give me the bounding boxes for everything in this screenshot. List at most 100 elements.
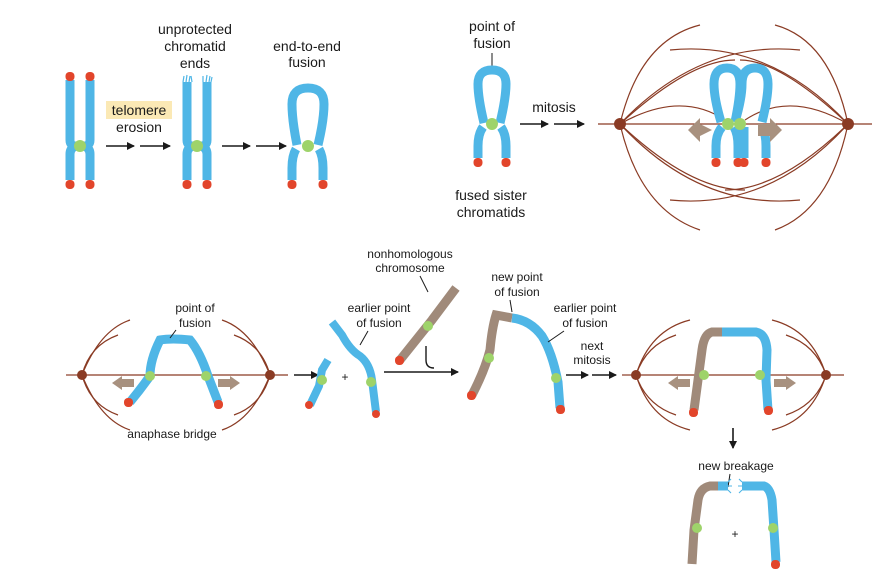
centromere	[366, 377, 376, 387]
eroded-chromosome	[182, 74, 213, 189]
next-spindle	[622, 319, 844, 431]
telomere-cap	[395, 356, 404, 365]
mitotic-spindle-top	[598, 24, 872, 231]
telomere-cap	[65, 72, 75, 81]
nonhomologous-label-1: nonhomologous	[367, 247, 452, 261]
next-mitosis-label-1: next	[581, 339, 604, 353]
next-bridge-chromosome	[689, 327, 773, 417]
broken-fragments	[305, 319, 380, 418]
leader-line	[509, 299, 513, 313]
telomere-cap	[764, 406, 773, 415]
new-point-label-1: new point	[491, 270, 543, 284]
centromere	[201, 371, 211, 381]
broken-chromosome	[687, 478, 781, 569]
centromere	[74, 140, 86, 152]
leader-line	[359, 330, 369, 346]
telomere-cap	[473, 158, 483, 167]
fused-chromosome	[287, 83, 329, 189]
erosion-label: erosion	[116, 119, 162, 135]
telomere-cap	[124, 398, 133, 407]
new-breakage-label: new breakage	[698, 459, 774, 473]
telomere-cap	[689, 408, 698, 417]
telomere-cap	[287, 180, 297, 189]
telomere-cap	[65, 180, 75, 189]
dividing-fused-chromatids	[709, 63, 773, 167]
telomere-cap	[202, 180, 212, 189]
centromere	[551, 373, 561, 383]
leader-line	[169, 329, 177, 339]
telomere-label: telomere	[112, 102, 167, 118]
earlier-point-label-2: of fusion	[356, 316, 401, 330]
fused-sister-label-2: chromatids	[457, 204, 525, 220]
point-of-fusion-label-2: fusion	[473, 35, 510, 51]
telomere-cap	[467, 391, 476, 400]
plus-sign-2: +	[731, 527, 738, 541]
centromere	[692, 523, 702, 533]
telomere-cap	[771, 560, 780, 569]
mitosis-label: mitosis	[532, 99, 576, 115]
centromere	[486, 118, 498, 130]
telomere-cap	[372, 410, 380, 418]
spindle-pole-right	[821, 370, 831, 380]
telomere-cap	[761, 158, 771, 167]
pull-arrow-left	[112, 376, 134, 390]
end-to-end-label-1: end-to-end	[273, 38, 341, 54]
centromere	[484, 353, 494, 363]
telomere-cap	[318, 180, 328, 189]
spindle-pole-right	[265, 370, 275, 380]
telomere-highlight	[106, 101, 172, 119]
intact-chromosome	[65, 72, 95, 189]
anaphase-bridge-chromosome	[124, 334, 223, 409]
pull-arrow-right	[758, 118, 782, 142]
centromere	[423, 321, 433, 331]
pull-arrow-right	[774, 376, 796, 390]
centromere	[734, 118, 746, 130]
centromere	[317, 375, 327, 385]
rejoined-chromosome	[467, 309, 565, 414]
fused-sister-chromatids	[473, 65, 511, 167]
centromere	[755, 370, 765, 380]
pull-arrow-left	[688, 118, 712, 142]
new-point-label-2: of fusion	[494, 285, 539, 299]
anaphase-bridge-label: anaphase bridge	[127, 427, 217, 441]
centromere	[768, 523, 778, 533]
nonhomologous-chromosome	[395, 285, 460, 365]
telomere-cap	[501, 158, 511, 167]
join-arrow-curve	[425, 346, 435, 369]
telomere-cap	[214, 400, 223, 409]
earlier-point2-label-2: of fusion	[562, 316, 607, 330]
leader-line	[419, 275, 429, 293]
earlier-point-label-1: earlier point	[348, 301, 411, 315]
telomere-cap	[711, 158, 721, 167]
point-of-fusion-label-1: point of	[469, 18, 515, 34]
unprotected-label-1: unprotected	[158, 21, 232, 37]
plus-sign-1: +	[341, 370, 348, 384]
fused-sister-label-1: fused sister	[455, 187, 527, 203]
telomere-cap	[739, 158, 749, 167]
anaphase-spindle	[66, 319, 288, 431]
telomere-cap	[305, 401, 313, 409]
pull-arrow-left	[668, 376, 690, 390]
bridge-point-of-fusion-label-1: point of	[175, 301, 215, 315]
unprotected-label-3: ends	[180, 55, 210, 71]
centromere	[699, 370, 709, 380]
end-to-end-label-2: fusion	[288, 54, 325, 70]
telomere-cap	[182, 180, 192, 189]
bridge-point-of-fusion-label-2: fusion	[179, 316, 211, 330]
nonhomologous-label-2: chromosome	[375, 261, 445, 275]
centromere	[722, 118, 734, 130]
pull-arrow-right	[218, 376, 240, 390]
spindle-pole-left	[77, 370, 87, 380]
unprotected-label-2: chromatid	[164, 38, 225, 54]
centromere	[191, 140, 203, 152]
earlier-point2-label-1: earlier point	[554, 301, 617, 315]
next-mitosis-label-2: mitosis	[573, 353, 610, 367]
centromere	[145, 371, 155, 381]
leader-line	[547, 330, 565, 343]
telomere-cap	[556, 405, 565, 414]
spindle-pole-right	[842, 118, 854, 130]
spindle-pole-left	[631, 370, 641, 380]
centromere	[302, 140, 314, 152]
